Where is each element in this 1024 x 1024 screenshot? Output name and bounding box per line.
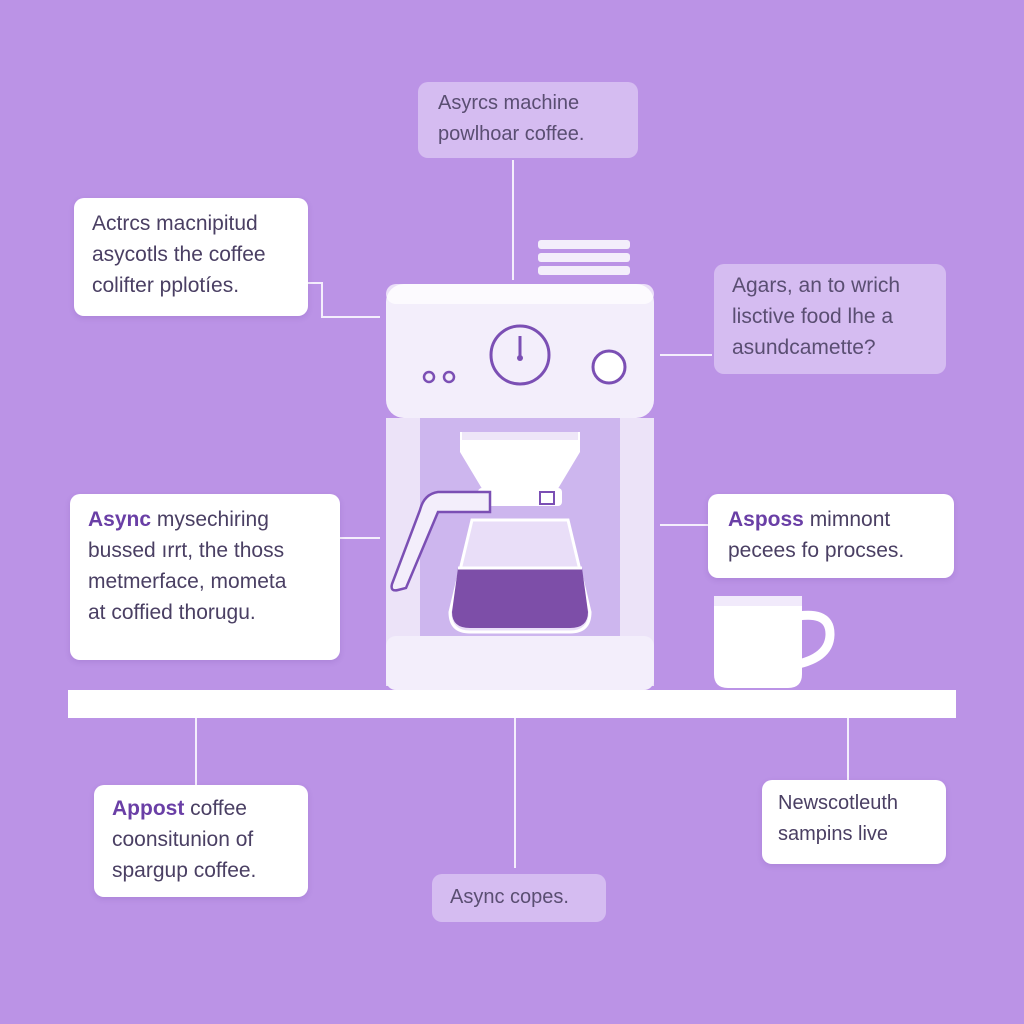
callout-mid-right: Asposs mimnont pecees fo procses. [708, 494, 954, 578]
callout-bottom-left-first-rest: coffee [184, 797, 247, 820]
callout-top-left-line-3: colifter pplotíes. [92, 274, 240, 297]
callout-top-left-line-2: asycotls the coffee [92, 243, 266, 266]
machine-vent-icon [538, 240, 630, 275]
carafe-icon [390, 488, 592, 634]
callout-mid-left-line-2: bussed ırrt, the thoss [88, 539, 285, 562]
callout-bottom-right-line-1: Newscotleuth [778, 792, 899, 814]
callout-top-right: Agars, an to wrich lisctive food lhe a a… [714, 264, 946, 374]
callout-mid-left-line-4: at coffied thorugu. [88, 601, 256, 624]
callout-top-right-line-1: Agars, an to wrich [732, 274, 901, 297]
callout-top-left: Actrcs macnipitud asycotls the coffee co… [74, 198, 308, 316]
callout-bottom-center-line-1: Async copes. [450, 886, 569, 908]
callout-top-line-2: powlhoar coffee. [438, 123, 585, 145]
callout-bottom-left-bold: Appost [112, 797, 185, 820]
callout-mid-left-line-3: metmerface, mometa [88, 570, 287, 593]
coffee-machine-icon [386, 284, 654, 690]
callout-mid-left-bold: Async [88, 508, 152, 531]
callout-bottom-left-line-3: spargup coffee. [112, 859, 257, 882]
callout-mid-right-first-rest: mimnont [803, 508, 891, 531]
connector-lines [195, 160, 849, 868]
callout-bottom-left-line-2: coonsitunion of [112, 828, 254, 851]
callout-bottom-left: Appost coffee coonsitunion of spargup co… [94, 785, 308, 897]
callout-mid-right-bold: Asposs [728, 508, 804, 531]
callout-bottom-right-line-2: sampins live [778, 823, 889, 845]
indicator-button-icon [442, 370, 456, 384]
clock-dial-icon [489, 324, 551, 386]
callout-mid-right-line-2: pecees fo procses. [728, 539, 905, 562]
shelf [68, 690, 956, 718]
callout-bottom-right: Newscotleuth sampins live [762, 780, 946, 864]
callout-bottom-left-line-1: Appost coffee [112, 793, 290, 824]
callout-mid-left-line-1: Async mysechiring [88, 504, 322, 535]
callout-top-line-1: Asyrcs machine [438, 92, 580, 114]
callout-mid-right-line-1: Asposs mimnont [728, 504, 934, 535]
indicator-button-icon [422, 370, 436, 384]
callout-mid-left: Async mysechiring bussed ırrt, the thoss… [70, 494, 340, 660]
callout-mid-left-first-rest: mysechiring [151, 508, 269, 531]
callout-bottom-center: Async copes. [432, 874, 606, 922]
coffee-cup-icon [714, 596, 835, 688]
callout-top-right-line-2: lisctive food lhe a [732, 305, 894, 328]
connector-top-left [306, 282, 380, 318]
callout-top-right-line-3: asundcamette? [732, 336, 876, 359]
power-knob-icon [591, 349, 627, 385]
callout-top-left-line-1: Actrcs macnipitud [92, 212, 258, 235]
callout-top: Asyrcs machine powlhoar coffee. [418, 82, 638, 158]
